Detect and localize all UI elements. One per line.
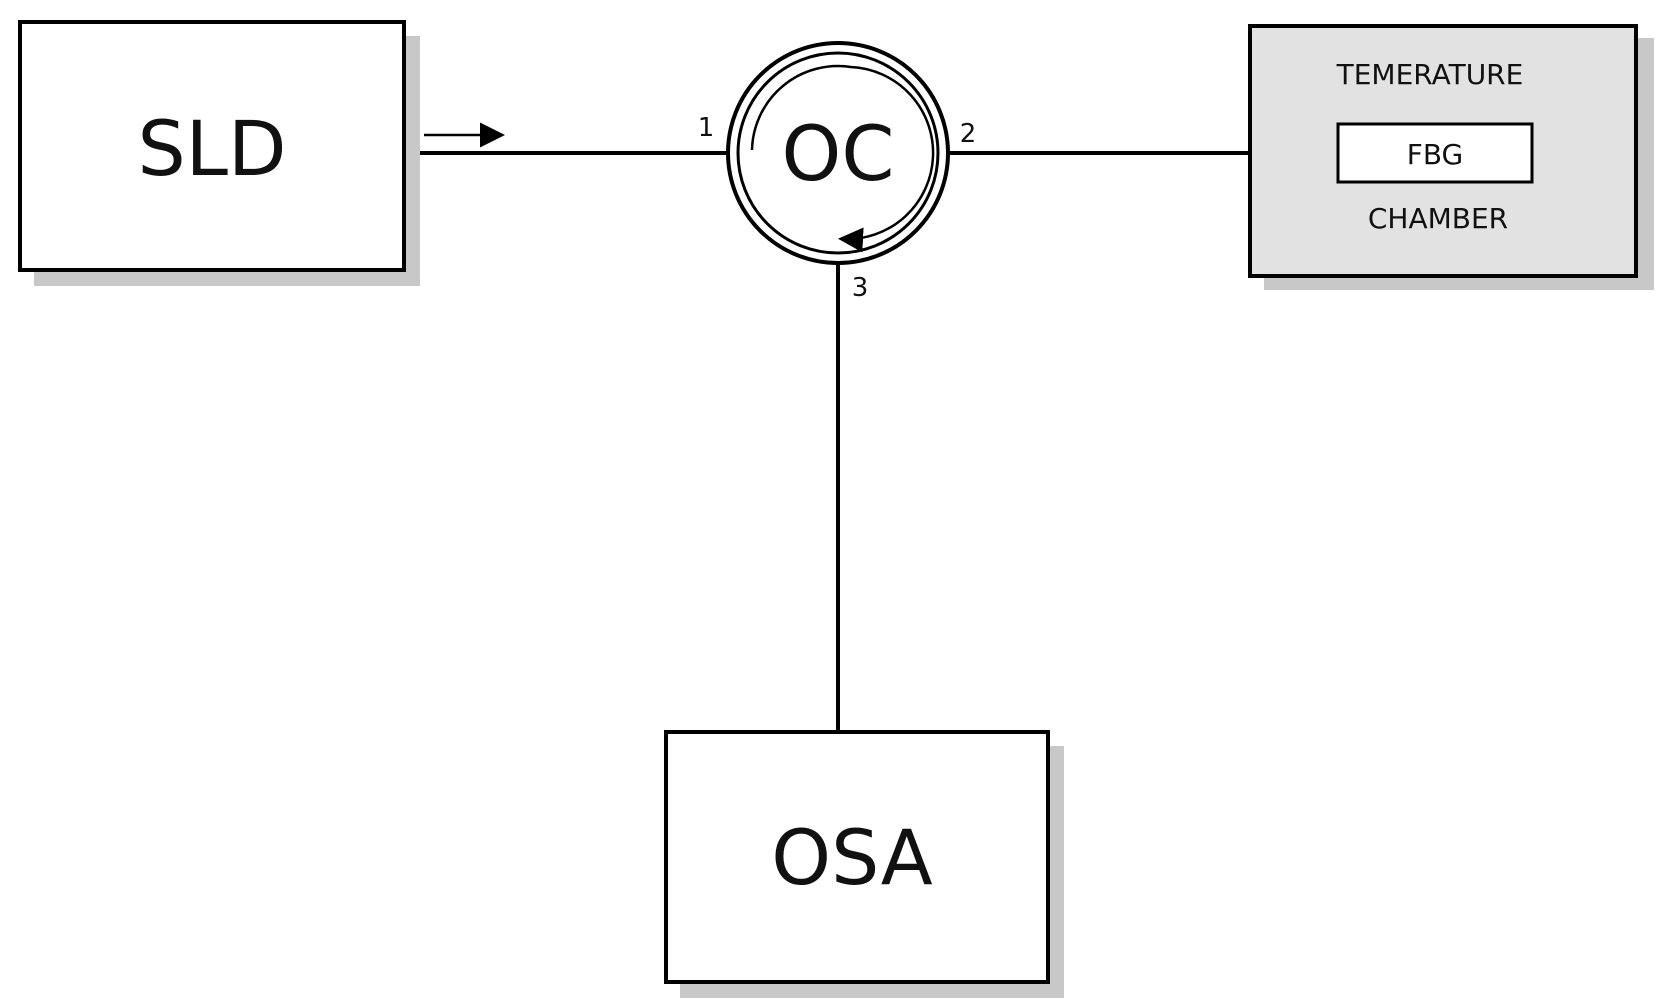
port-3-label: 3 <box>852 273 869 303</box>
fbg-box <box>1336 122 1534 184</box>
chamber-label-top: TEMERATURE <box>1336 58 1524 91</box>
optical-circulator: OC 1 2 3 <box>698 41 977 303</box>
sld-label: SLD <box>137 104 286 193</box>
port-2-label: 2 <box>960 119 977 149</box>
chamber-label-bottom: CHAMBER <box>1368 202 1508 235</box>
fbg-label: FBG <box>1407 138 1464 171</box>
circulation-arrow-icon <box>750 64 935 253</box>
osa-label: OSA <box>771 813 932 902</box>
osa-block: OSA <box>664 730 1064 998</box>
temperature-chamber: TEMERATURE FBG CHAMBER <box>1248 24 1654 290</box>
oc-label: OC <box>782 109 895 198</box>
sld-block: SLD <box>18 20 420 286</box>
port-1-label: 1 <box>698 113 715 143</box>
